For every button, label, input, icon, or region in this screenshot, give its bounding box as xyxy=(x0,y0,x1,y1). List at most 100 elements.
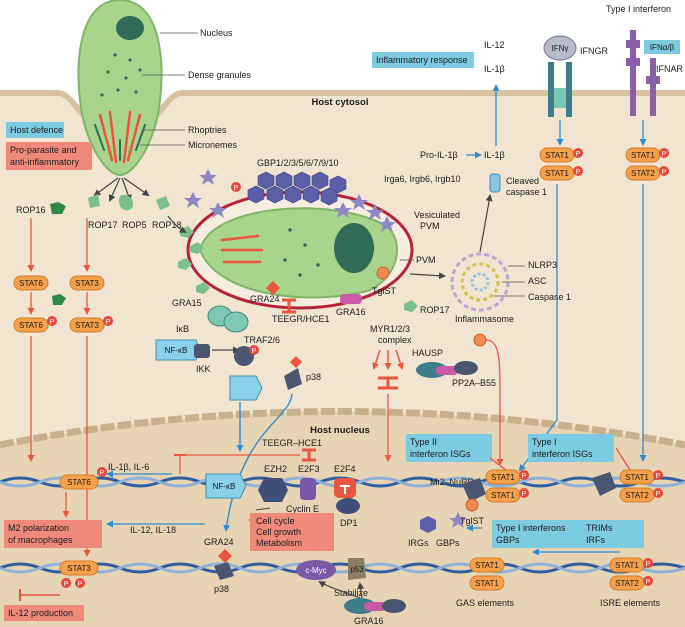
nfkb-nuclear-label: NF-κB xyxy=(213,482,236,491)
intracellular-parasite-nucleus xyxy=(334,223,374,273)
stat6-nuclear-p: P xyxy=(100,470,105,477)
stat1-stat2-isre-lower: STAT1 P STAT2 P xyxy=(609,557,653,591)
type1-isgs-text-2: interferon ISGs xyxy=(532,449,593,459)
il1b-top-label: IL-1β xyxy=(484,64,505,74)
stat2-c-p: P xyxy=(662,169,667,176)
type1-interferons-box xyxy=(492,520,644,548)
rop18-label: ROP18 xyxy=(152,220,182,230)
tglst-label: TglST xyxy=(372,286,397,296)
asc-label: ASC xyxy=(528,276,547,286)
stat1-dimer-gas: STAT1 P STAT1 P xyxy=(485,469,529,503)
ikk-shape xyxy=(194,344,210,358)
type1-inhibit-line xyxy=(615,447,631,471)
p53-shape xyxy=(348,558,366,580)
stat2-c-label: STAT2 xyxy=(631,169,655,178)
stabilize-arrow-1 xyxy=(318,580,361,599)
stat3-nuclear-label: STAT3 xyxy=(67,564,91,573)
ikb-degraded xyxy=(234,346,254,366)
e2f3-shape xyxy=(300,478,316,500)
tglst-to-nucleus-arrow xyxy=(485,339,504,466)
phospho-ikb xyxy=(249,345,259,355)
stat6-cytosol: STAT6 xyxy=(13,275,49,291)
dense-granules-label: Dense granules xyxy=(188,70,252,80)
gas-elements-label: GAS elements xyxy=(456,598,515,608)
gra16-bound-shape xyxy=(436,366,458,375)
stat3-nuclear-p2: P xyxy=(78,581,83,588)
traf-shape xyxy=(223,311,249,333)
type2-isgs-text-2: interferon ISGs xyxy=(410,449,471,459)
stat1-gas-b-label: STAT1 xyxy=(491,491,515,500)
traf-label: TRAF2/6 xyxy=(244,335,280,345)
gra24-nuclear-shape xyxy=(218,549,232,563)
e2f3-label: E2F3 xyxy=(298,464,320,474)
stat1-dimer-ifngr: STAT1 P STAT1 P xyxy=(539,147,583,181)
type1-interferon-label: Type I interferon xyxy=(606,4,671,14)
tglst-transit xyxy=(473,333,487,347)
gra16-nuclear-shape xyxy=(364,602,386,611)
p38-label: p38 xyxy=(306,372,321,382)
rop17-label: ROP17 xyxy=(88,220,118,230)
stat1-lower-c-p: P xyxy=(646,561,651,568)
stabilize-label: Stabilize xyxy=(334,588,368,598)
gra16-shape xyxy=(340,294,362,304)
mi2-nurd-label: Mi2–NuRD xyxy=(430,477,475,487)
nlrp3-label: NLRP3 xyxy=(528,260,557,270)
stat1-b-label: STAT1 xyxy=(545,169,569,178)
gbp-cluster xyxy=(247,171,347,206)
stat3-nuclear-p: P xyxy=(64,581,69,588)
mi2-nurd-isre-shape xyxy=(592,472,616,496)
ifngr-label: IFNGR xyxy=(580,46,608,56)
dp1-shape xyxy=(336,498,360,514)
stat6-nuclear: STAT6 P xyxy=(59,467,107,490)
cell-growth-text: Cell growth xyxy=(256,527,301,537)
ifnab-box xyxy=(644,40,680,54)
teegr-label: TEEGR/HCE1 xyxy=(272,314,330,324)
vesiculated-label-2: PVM xyxy=(420,221,440,231)
rop-effectors-on-pv xyxy=(178,226,210,294)
ikk-label: IKK xyxy=(196,364,211,374)
ifng-shape xyxy=(543,35,577,61)
ifnar-label: IFNAR xyxy=(656,64,684,74)
ifngr-receptor xyxy=(548,62,572,117)
stat1-lower-b-label: STAT1 xyxy=(475,579,499,588)
phospho-ikb-label: P xyxy=(252,348,257,355)
stat2-isre-a-p: P xyxy=(656,491,661,498)
stat1-c-label: STAT1 xyxy=(631,151,655,160)
gra24-on-p38 xyxy=(290,356,302,368)
m2-text-2: of macrophages xyxy=(8,535,73,545)
stat-cascade-arrows xyxy=(27,218,91,557)
e2f4-label: E2F4 xyxy=(334,464,356,474)
type1-isgs-box xyxy=(528,434,614,462)
stat1-lower-c-label: STAT1 xyxy=(615,561,639,570)
nfkb-nuclear xyxy=(205,473,247,499)
irg-stars xyxy=(184,169,396,232)
phospho-irg-label: P xyxy=(234,185,239,192)
teegr-bound-shape xyxy=(340,485,350,494)
stat3-phos-label: STAT3 xyxy=(75,321,99,330)
stat1-stat2-ifnar: STAT1 P STAT2 P xyxy=(625,147,669,181)
stat3-phos: STAT3 P xyxy=(69,316,113,333)
stat1-a-label: STAT1 xyxy=(545,151,569,160)
rop16-icon-2 xyxy=(52,294,66,305)
dna-strand-lower xyxy=(0,562,685,574)
metabolism-text: Metabolism xyxy=(256,538,302,548)
intracellular-granules xyxy=(283,228,320,277)
irgs-label: IRGs xyxy=(408,538,429,548)
pp2a-shape xyxy=(454,361,478,375)
tglst-shape xyxy=(376,266,390,280)
host-nucleus-title: Host nucleus xyxy=(310,425,370,436)
stat1-isre-a-p: P xyxy=(656,473,661,480)
hausp-label: HAUSP xyxy=(412,348,443,358)
micronemes-label: Micronemes xyxy=(188,140,238,150)
gbp-nuclear-shape xyxy=(449,512,467,528)
type1-interferons-text: Type I interferons xyxy=(496,523,566,533)
p38-nuclear-shape xyxy=(214,562,234,580)
stat2-lower-c-p: P xyxy=(646,579,651,586)
p38-nuclear-label: p38 xyxy=(214,584,229,594)
micronemes-shapes xyxy=(94,124,146,161)
il1b-il6-label: IL-1β, IL-6 xyxy=(108,462,149,472)
gbp-label: GBP1/2/3/5/6/7/9/10 xyxy=(257,158,339,168)
stat1-gas-a-p: P xyxy=(522,473,527,480)
tglst-nuclear-shape xyxy=(465,498,479,512)
